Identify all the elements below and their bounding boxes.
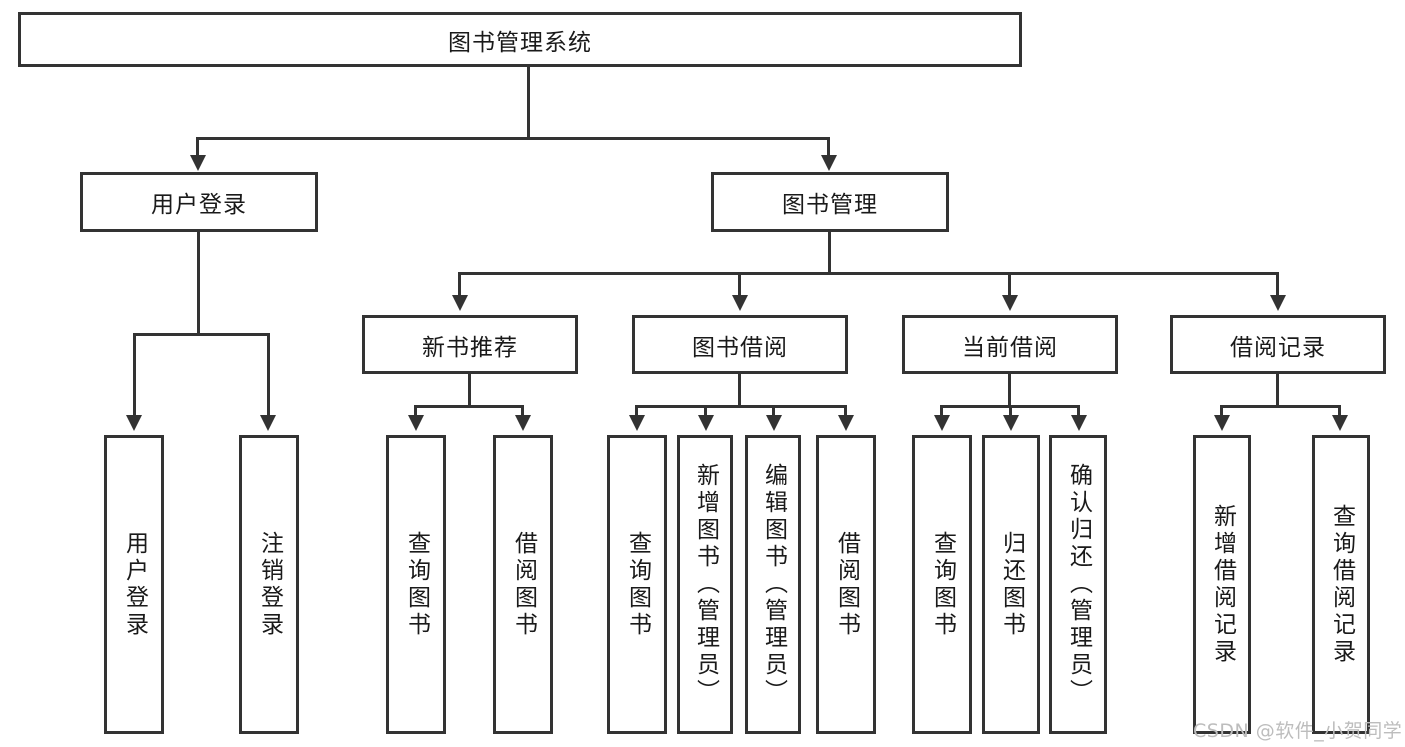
arrow-borrow-record-leaf2 <box>1332 415 1348 431</box>
node-label: 编辑图书（管理员） <box>760 463 787 706</box>
connector-root-stem <box>527 67 530 137</box>
arrow-new-book-leaf1 <box>408 415 424 431</box>
leaf-book-borrow-query[interactable]: 查询图书 <box>607 435 667 734</box>
node-new-book-recommend[interactable]: 新书推荐 <box>362 315 578 374</box>
node-borrow-record[interactable]: 借阅记录 <box>1170 315 1386 374</box>
node-label: 用户登录 <box>151 192 247 218</box>
connector-borrow-record-leaf2 <box>1338 405 1341 417</box>
node-label: 新增借阅记录 <box>1209 503 1236 666</box>
connector-new-book-bus <box>414 405 524 408</box>
leaf-user-login-login[interactable]: 用户登录 <box>104 435 164 734</box>
connector-level3-bus <box>458 272 1278 275</box>
node-book-borrow[interactable]: 图书借阅 <box>632 315 848 374</box>
connector-book-borrow-bus <box>635 405 847 408</box>
leaf-new-book-borrow[interactable]: 借阅图书 <box>493 435 553 734</box>
node-label: 归还图书 <box>998 530 1025 639</box>
node-label: 查询图书 <box>403 530 430 639</box>
connector-user-login-leaf2 <box>267 333 270 417</box>
connector-to-current-borrow <box>1008 272 1011 297</box>
node-label: 新书推荐 <box>422 334 518 361</box>
connector-current-borrow-leaf3 <box>1077 405 1080 417</box>
connector-new-book-leaf2 <box>521 405 524 417</box>
leaf-book-borrow-edit[interactable]: 编辑图书（管理员） <box>745 435 801 734</box>
leaf-current-borrow-return[interactable]: 归还图书 <box>982 435 1040 734</box>
connector-book-borrow-stem <box>738 374 741 405</box>
arrow-to-borrow-record <box>1270 295 1286 311</box>
arrow-user-login-leaf2 <box>260 415 276 431</box>
node-label: 当前借阅 <box>962 334 1058 361</box>
arrow-new-book-leaf2 <box>515 415 531 431</box>
node-label: 借阅记录 <box>1230 334 1326 361</box>
connector-borrow-record-bus <box>1220 405 1341 408</box>
connector-current-borrow-stem <box>1008 374 1011 405</box>
arrow-to-book-borrow <box>732 295 748 311</box>
connector-borrow-record-stem <box>1276 374 1279 405</box>
node-label: 查询图书 <box>929 530 956 639</box>
connector-current-borrow-leaf1 <box>940 405 943 417</box>
node-label: 确认归还（管理员） <box>1065 463 1092 706</box>
connector-book-manage-stem <box>828 232 831 272</box>
leaf-current-borrow-confirm[interactable]: 确认归还（管理员） <box>1049 435 1107 734</box>
connector-borrow-record-leaf1 <box>1220 405 1223 417</box>
arrow-book-borrow-leaf2 <box>698 415 714 431</box>
arrow-current-borrow-leaf1 <box>934 415 950 431</box>
node-label: 用户登录 <box>121 530 148 639</box>
connector-new-book-stem <box>468 374 471 405</box>
arrow-to-current-borrow <box>1002 295 1018 311</box>
node-book-management[interactable]: 图书管理 <box>711 172 949 232</box>
connector-user-login-bus <box>133 333 270 336</box>
node-label: 图书管理 <box>782 192 878 218</box>
arrow-book-borrow-leaf3 <box>766 415 782 431</box>
node-label: 新增图书（管理员） <box>692 463 719 706</box>
node-label: 查询借阅记录 <box>1328 503 1355 666</box>
connector-new-book-leaf1 <box>414 405 417 417</box>
node-root-system[interactable]: 图书管理系统 <box>18 12 1022 67</box>
connector-to-new-book <box>458 272 461 297</box>
connector-to-borrow-record <box>1276 272 1279 297</box>
connector-book-borrow-leaf4 <box>844 405 847 417</box>
connector-book-borrow-leaf2 <box>704 405 707 417</box>
connector-root-to-book-manage <box>827 137 830 157</box>
arrow-current-borrow-leaf3 <box>1071 415 1087 431</box>
arrow-book-borrow-leaf1 <box>629 415 645 431</box>
connector-book-borrow-leaf1 <box>635 405 638 417</box>
connector-current-borrow-leaf2 <box>1009 405 1012 417</box>
arrow-current-borrow-leaf2 <box>1003 415 1019 431</box>
leaf-book-borrow-borrow[interactable]: 借阅图书 <box>816 435 876 734</box>
leaf-borrow-record-query[interactable]: 查询借阅记录 <box>1312 435 1370 734</box>
leaf-book-borrow-add[interactable]: 新增图书（管理员） <box>677 435 733 734</box>
node-label: 借阅图书 <box>510 530 537 639</box>
node-label: 图书管理系统 <box>448 29 592 56</box>
connector-book-borrow-leaf3 <box>772 405 775 417</box>
node-label: 查询图书 <box>624 530 651 639</box>
arrow-root-to-book-manage <box>821 155 837 171</box>
leaf-new-book-query[interactable]: 查询图书 <box>386 435 446 734</box>
connector-root-bus <box>196 137 830 140</box>
arrow-user-login-leaf1 <box>126 415 142 431</box>
leaf-current-borrow-query[interactable]: 查询图书 <box>912 435 972 734</box>
node-label: 注销登录 <box>256 530 283 639</box>
leaf-borrow-record-add[interactable]: 新增借阅记录 <box>1193 435 1251 734</box>
connector-user-login-stem <box>197 232 200 333</box>
arrow-borrow-record-leaf1 <box>1214 415 1230 431</box>
connector-root-to-user-login <box>196 137 199 157</box>
node-label: 图书借阅 <box>692 334 788 361</box>
arrow-to-new-book <box>452 295 468 311</box>
leaf-user-login-logout[interactable]: 注销登录 <box>239 435 299 734</box>
arrow-book-borrow-leaf4 <box>838 415 854 431</box>
node-label: 借阅图书 <box>833 530 860 639</box>
arrow-root-to-user-login <box>190 155 206 171</box>
connector-user-login-leaf1 <box>133 333 136 417</box>
node-user-login[interactable]: 用户登录 <box>80 172 318 232</box>
node-current-borrow[interactable]: 当前借阅 <box>902 315 1118 374</box>
connector-to-book-borrow <box>738 272 741 297</box>
